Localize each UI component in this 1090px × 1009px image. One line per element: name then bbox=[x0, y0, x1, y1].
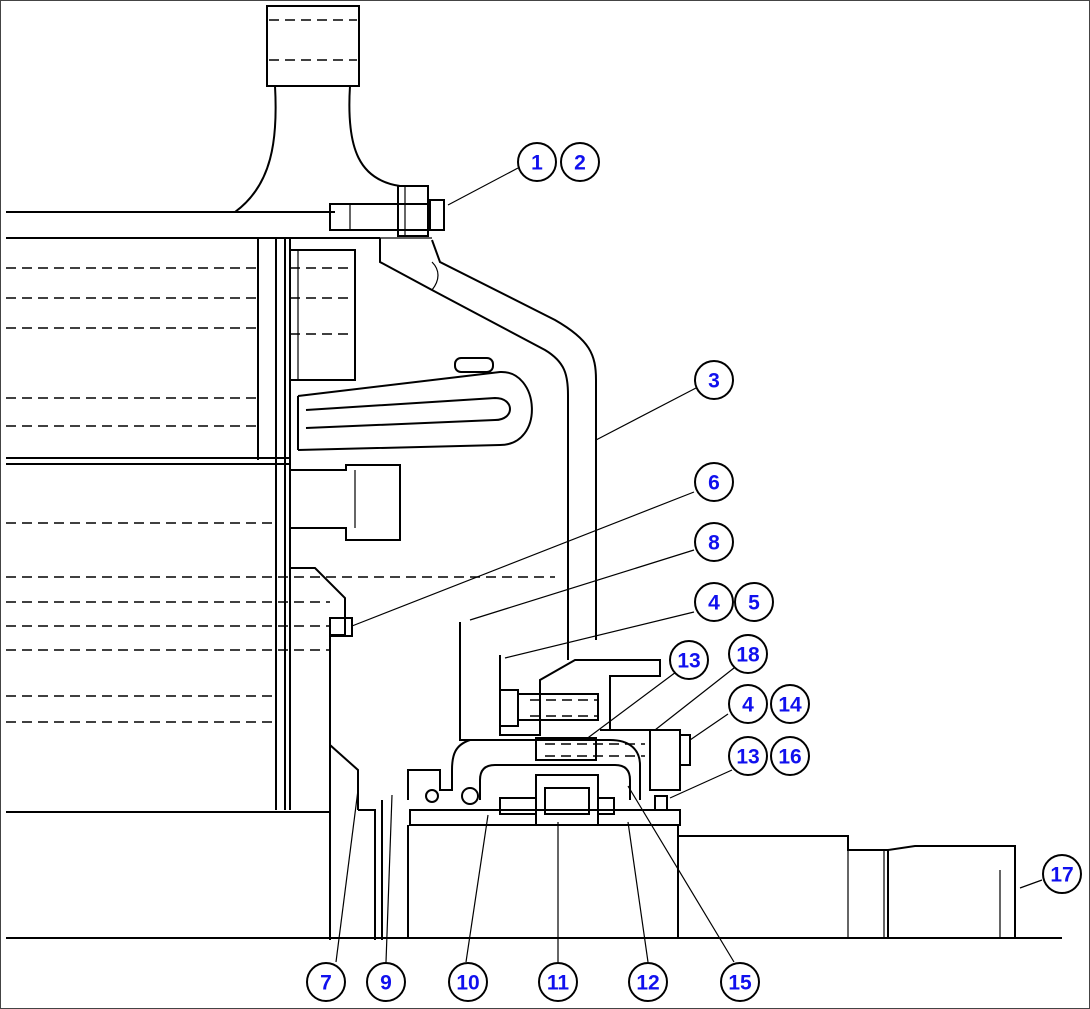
callout-2: 2 bbox=[560, 142, 600, 182]
callout-7: 7 bbox=[306, 962, 346, 1002]
callout-13: 13 bbox=[728, 736, 768, 776]
callout-label: 6 bbox=[708, 472, 720, 495]
callout-1: 1 bbox=[517, 142, 557, 182]
callout-4: 4 bbox=[694, 582, 734, 622]
callout-circle bbox=[669, 640, 709, 680]
callout-label: 16 bbox=[778, 746, 801, 769]
callout-label: 3 bbox=[708, 370, 720, 393]
callout-circle bbox=[770, 736, 810, 776]
top-housing bbox=[6, 5, 401, 239]
tube-3 bbox=[379, 237, 597, 660]
callout-18: 18 bbox=[728, 634, 768, 674]
callout-circle bbox=[1042, 854, 1082, 894]
callout-9: 9 bbox=[366, 962, 406, 1002]
callout-circle bbox=[628, 962, 668, 1002]
callout-circle bbox=[694, 582, 734, 622]
callout-circle bbox=[728, 634, 768, 674]
hose-bend bbox=[297, 357, 533, 451]
leader-lines bbox=[335, 167, 1043, 963]
callout-10: 10 bbox=[448, 962, 488, 1002]
callout-label: 12 bbox=[636, 972, 659, 995]
callout-label: 10 bbox=[456, 972, 479, 995]
callout-circle bbox=[694, 360, 734, 400]
callout-label: 2 bbox=[574, 152, 586, 175]
callout-label: 7 bbox=[320, 972, 332, 995]
callout-label: 13 bbox=[736, 746, 759, 769]
bearing-assembly bbox=[407, 622, 691, 938]
callout-14: 14 bbox=[770, 684, 810, 724]
callout-circle bbox=[720, 962, 760, 1002]
callout-label: 18 bbox=[736, 644, 760, 667]
callout-circle bbox=[366, 962, 406, 1002]
callout-circle bbox=[448, 962, 488, 1002]
lower-housing bbox=[6, 567, 1062, 940]
callout-label: 5 bbox=[748, 592, 760, 615]
callout-label: 4 bbox=[742, 694, 754, 717]
callout-17: 17 bbox=[1042, 854, 1082, 894]
left-body bbox=[6, 238, 555, 810]
callout-16: 16 bbox=[770, 736, 810, 776]
callout-circle bbox=[694, 522, 734, 562]
callout-circle bbox=[728, 684, 768, 724]
callout-15: 15 bbox=[720, 962, 760, 1002]
callout-circle bbox=[560, 142, 600, 182]
callout-13: 13 bbox=[669, 640, 709, 680]
callout-label: 15 bbox=[728, 972, 752, 995]
callout-label: 4 bbox=[708, 592, 720, 615]
callout-circle bbox=[770, 684, 810, 724]
bolt-1-2 bbox=[329, 185, 445, 237]
callout-12: 12 bbox=[628, 962, 668, 1002]
callout-label: 11 bbox=[547, 972, 570, 995]
callout-circle bbox=[306, 962, 346, 1002]
callout-circle bbox=[728, 736, 768, 776]
callout-label: 1 bbox=[531, 152, 543, 175]
callout-8: 8 bbox=[694, 522, 734, 562]
callout-4: 4 bbox=[728, 684, 768, 724]
callout-6: 6 bbox=[694, 462, 734, 502]
callout-circle bbox=[538, 962, 578, 1002]
callout-11: 11 bbox=[538, 962, 578, 1002]
callout-label: 17 bbox=[1050, 864, 1073, 887]
callout-circle bbox=[517, 142, 557, 182]
callout-circle bbox=[734, 582, 774, 622]
callout-label: 14 bbox=[778, 694, 802, 717]
callout-label: 8 bbox=[708, 532, 720, 555]
mid-block bbox=[290, 464, 401, 541]
callout-5: 5 bbox=[734, 582, 774, 622]
callout-circle bbox=[694, 462, 734, 502]
shaft bbox=[678, 835, 1016, 938]
callout-label: 13 bbox=[677, 650, 700, 673]
callout-label: 9 bbox=[380, 972, 392, 995]
callout-3: 3 bbox=[694, 360, 734, 400]
